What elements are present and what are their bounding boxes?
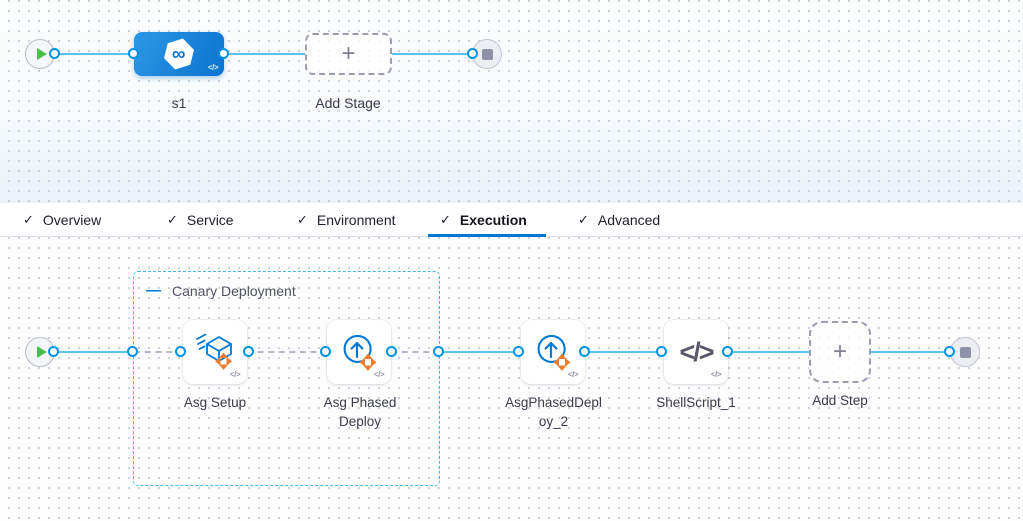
add-stage-label: Add Stage <box>315 95 381 111</box>
connector-port[interactable] <box>48 346 59 357</box>
check-icon: ✓ <box>578 211 589 227</box>
connector-line <box>224 53 305 55</box>
step-group-header: — Canary Deployment <box>146 283 296 299</box>
step-label: AsgPhasedDeploy_2 <box>505 395 602 429</box>
step-node-asg-setup[interactable]: </> <box>183 320 247 384</box>
connector-port[interactable] <box>127 346 138 357</box>
connector-port[interactable] <box>49 48 60 59</box>
stage-node-s1[interactable]: ∞ </> <box>134 32 224 76</box>
play-icon <box>37 48 47 60</box>
step-label: ShellScript_1 <box>656 395 736 410</box>
connector-line-dashed <box>134 351 183 353</box>
connector-line <box>53 53 136 55</box>
code-icon: </> <box>567 370 579 379</box>
step-group-label: Canary Deployment <box>172 283 296 299</box>
code-icon: </> <box>207 63 219 72</box>
check-icon: ✓ <box>23 211 34 227</box>
tab-execution[interactable]: ✓ Execution <box>440 203 527 236</box>
connector-line <box>440 351 521 353</box>
connector-port[interactable] <box>218 48 229 59</box>
stop-icon <box>482 49 493 60</box>
connector-port[interactable] <box>513 346 524 357</box>
add-stage-button[interactable]: + <box>305 33 392 75</box>
step-node-asg-phased-deploy[interactable]: </> <box>327 320 391 384</box>
add-step-label: Add Step <box>812 393 868 408</box>
tab-label: Service <box>186 211 234 228</box>
step-node-shell-script-1[interactable]: </> </> <box>664 320 728 384</box>
connector-line-dashed <box>391 351 440 353</box>
connector-line <box>585 351 664 353</box>
connector-port[interactable] <box>722 346 733 357</box>
stage-tab-bar: ✓ Overview ✓ Service ✓ Environment ✓ Exe… <box>0 203 1023 237</box>
play-icon <box>37 346 47 358</box>
add-step-button[interactable]: + <box>809 321 871 383</box>
connector-port[interactable] <box>467 48 478 59</box>
collapse-group-icon[interactable]: — <box>146 282 161 299</box>
connector-port[interactable] <box>243 346 254 357</box>
execution-graph-canvas: — Canary Deployment <box>0 237 1023 521</box>
cd-stage-icon: ∞ <box>161 35 198 73</box>
connector-line <box>52 351 134 353</box>
asg-phased-deploy-icon <box>343 334 377 371</box>
check-icon: ✓ <box>440 211 451 227</box>
asg-setup-icon <box>196 333 232 370</box>
tab-label: Advanced <box>597 211 661 228</box>
tab-service[interactable]: ✓ Service <box>167 203 234 236</box>
connector-port[interactable] <box>175 346 186 357</box>
connector-port[interactable] <box>579 346 590 357</box>
connector-line-dashed <box>247 351 327 353</box>
connector-port[interactable] <box>944 346 955 357</box>
connector-line <box>869 351 952 353</box>
step-group-canary-deployment[interactable] <box>133 271 440 486</box>
connector-port[interactable] <box>386 346 397 357</box>
tab-environment[interactable]: ✓ Environment <box>297 203 396 236</box>
code-icon: </> <box>710 370 722 379</box>
execution-end-node[interactable] <box>950 337 980 367</box>
step-node-asg-phased-deploy-2[interactable]: </> <box>521 320 585 384</box>
tab-label: Environment <box>316 211 396 228</box>
connector-port[interactable] <box>320 346 331 357</box>
shell-script-icon: </> <box>679 336 714 367</box>
connector-port[interactable] <box>128 48 139 59</box>
code-icon: </> <box>229 370 241 379</box>
stage-label: s1 <box>171 95 187 111</box>
plus-icon: + <box>341 40 356 67</box>
tab-overview[interactable]: ✓ Overview <box>23 203 101 236</box>
tab-advanced[interactable]: ✓ Advanced <box>578 203 660 236</box>
connector-port[interactable] <box>433 346 444 357</box>
step-label: Asg Setup <box>183 395 247 410</box>
asg-phased-deploy-icon <box>537 334 571 371</box>
active-tab-indicator <box>428 234 546 237</box>
step-label: Asg Phased Deploy <box>323 395 397 429</box>
connector-port[interactable] <box>656 346 667 357</box>
connector-line <box>728 351 809 353</box>
connector-line <box>392 53 473 55</box>
code-icon: </> <box>373 370 385 379</box>
stage-graph-canvas: ∞ </> + s1 Add Stage <box>0 0 1023 203</box>
tab-label: Overview <box>42 211 102 228</box>
check-icon: ✓ <box>297 211 308 227</box>
check-icon: ✓ <box>167 211 178 227</box>
tab-label: Execution <box>459 211 527 228</box>
plus-icon: + <box>832 338 847 365</box>
stop-icon <box>960 347 971 358</box>
